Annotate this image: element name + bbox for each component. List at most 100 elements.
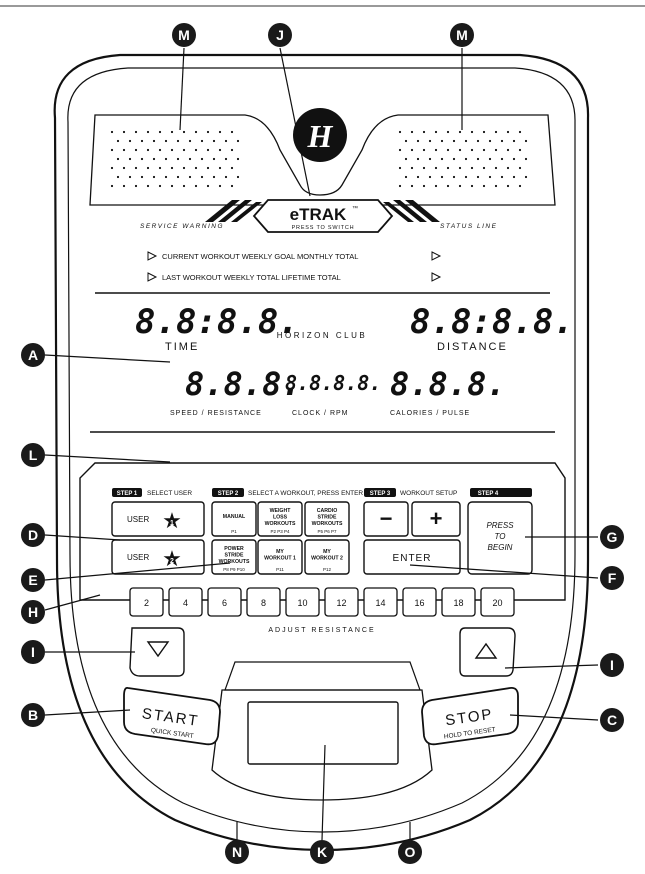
- callout-j: J: [268, 23, 292, 47]
- start-button[interactable]: START QUICK START: [123, 687, 221, 746]
- svg-text:SELECT A WORKOUT, PRESS ENTER: SELECT A WORKOUT, PRESS ENTER: [248, 490, 363, 497]
- callout-letter: I: [31, 644, 35, 660]
- level-key-label: 14: [375, 598, 385, 608]
- user-2-button[interactable]: USER ★ 2: [111, 539, 205, 575]
- callout-letter: K: [317, 844, 327, 860]
- svg-text:TO: TO: [495, 532, 506, 541]
- callout-letter: E: [28, 572, 37, 588]
- callout-letter: I: [610, 657, 614, 673]
- message-arrow-2: [147, 272, 158, 282]
- svg-text:SELECT USER: SELECT USER: [147, 490, 192, 497]
- workout-6-line-1: MY: [323, 549, 331, 555]
- level-key-label: 20: [492, 598, 502, 608]
- press-to-begin-button[interactable]: PRESS TO BEGIN: [467, 501, 533, 575]
- callout-letter: L: [29, 447, 38, 463]
- user-1-button[interactable]: USER ★ 1: [111, 501, 205, 537]
- speed-digits: 8.8.8.: [185, 365, 301, 403]
- minus-button[interactable]: −: [363, 501, 409, 537]
- level-key-14[interactable]: 14: [363, 587, 398, 617]
- svg-text:WORKOUT SETUP: WORKOUT SETUP: [400, 490, 457, 497]
- level-key-6[interactable]: 6: [207, 587, 242, 617]
- callout-m2: M: [450, 23, 474, 47]
- callout-letter: D: [28, 527, 38, 543]
- level-key-20[interactable]: 20: [480, 587, 515, 617]
- resistance-up-button[interactable]: [459, 627, 516, 677]
- callout-c: C: [600, 708, 624, 732]
- workout-3-line-1: CARDIO: [317, 508, 337, 514]
- level-key-label: 2: [144, 598, 149, 608]
- user-1-num: 1: [170, 520, 174, 527]
- callout-a: A: [21, 343, 45, 367]
- level-key-4[interactable]: 4: [168, 587, 203, 617]
- callout-i2: I: [600, 653, 624, 677]
- level-key-18[interactable]: 18: [441, 587, 476, 617]
- console-housing-inner: [67, 67, 576, 833]
- callout-g: G: [600, 525, 624, 549]
- callout-n: N: [225, 840, 249, 864]
- callout-letter: M: [456, 27, 468, 43]
- hood: [89, 114, 556, 206]
- level-key-10[interactable]: 10: [285, 587, 320, 617]
- workout-4-line-3: WORKOUTS: [219, 559, 250, 565]
- callout-letter: C: [607, 712, 617, 728]
- workout-4-line-1: POWER: [224, 546, 244, 552]
- workout-5-line-2: WORKOUT 1: [264, 556, 296, 562]
- callout-letter: H: [28, 604, 38, 620]
- resistance-down-button[interactable]: [129, 627, 185, 677]
- level-key-label: 18: [453, 598, 463, 608]
- user-1-label: USER: [127, 515, 149, 524]
- console-housing: [53, 53, 590, 852]
- callout-letter: B: [28, 707, 38, 723]
- callout-m1: M: [172, 23, 196, 47]
- stop-button[interactable]: STOP HOLD TO RESET: [421, 687, 519, 746]
- callout-letter: G: [607, 529, 618, 545]
- etrak-chevrons: [205, 200, 440, 222]
- callout-letter: M: [178, 27, 190, 43]
- club-label: HORIZON CLUB: [277, 331, 367, 340]
- etrak-sub: PRESS TO SWITCH: [292, 225, 355, 231]
- callout-letter: N: [232, 844, 242, 860]
- etrak-button[interactable]: eTRAK ™ PRESS TO SWITCH: [252, 199, 394, 233]
- etrak-tm: ™: [352, 205, 358, 212]
- clock-digits: 8.8.8.8.: [285, 371, 381, 395]
- level-key-8[interactable]: 8: [246, 587, 281, 617]
- plus-button[interactable]: +: [411, 501, 461, 537]
- user-2-label: USER: [127, 553, 149, 562]
- workout-1-line-1: MANUAL: [223, 514, 246, 520]
- svg-text:STEP 1: STEP 1: [117, 491, 138, 497]
- svg-text:PRESS: PRESS: [486, 521, 514, 530]
- workout-4-programs: P8 P9 P10: [223, 567, 245, 572]
- level-key-2[interactable]: 2: [129, 587, 164, 617]
- svg-text:STEP 3: STEP 3: [370, 491, 391, 497]
- message-row-1: CURRENT WORKOUT WEEKLY GOAL MONTHLY TOTA…: [162, 252, 358, 261]
- leader-lines: [44, 47, 599, 841]
- callout-letter: A: [28, 347, 38, 363]
- enter-button[interactable]: ENTER: [363, 539, 461, 575]
- etrak-brand: eTRAK: [290, 205, 347, 224]
- message-arrow-2b: [431, 272, 442, 282]
- enter-label: ENTER: [393, 553, 432, 564]
- workout-6-line-2: WORKOUT 2: [311, 556, 343, 562]
- time-label: TIME: [165, 341, 199, 353]
- level-key-12[interactable]: 12: [324, 587, 359, 617]
- workout-2-programs: P2 P3 P4: [270, 529, 290, 534]
- workout-5-line-1: MY: [276, 549, 284, 555]
- level-key-16[interactable]: 16: [402, 587, 437, 617]
- lower-tray: [211, 689, 433, 801]
- step4-header: STEP 4: [470, 488, 532, 497]
- callout-o: O: [398, 840, 422, 864]
- logo-mark: H: [307, 118, 334, 154]
- clock-label: CLOCK / RPM: [292, 410, 349, 417]
- callout-k: K: [310, 840, 334, 864]
- distance-digits: 8.8:8.8.: [410, 302, 574, 342]
- callout-i1: I: [21, 640, 45, 664]
- led-right-label: STATUS LINE: [440, 223, 497, 230]
